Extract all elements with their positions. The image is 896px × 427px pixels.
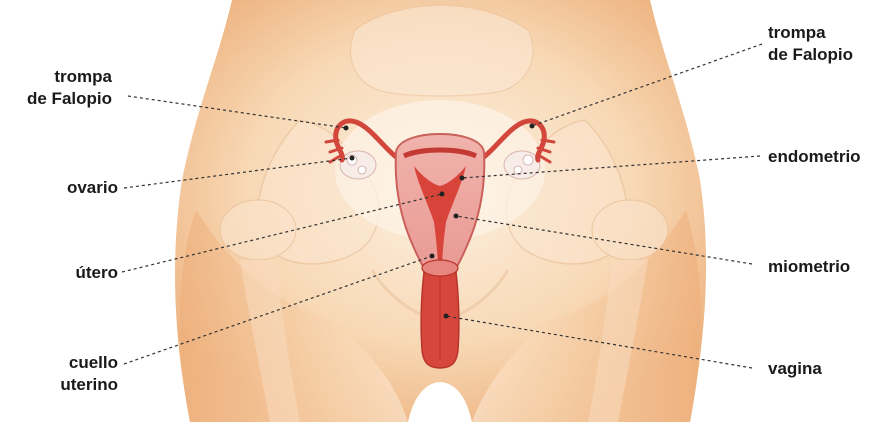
label-fallopian-tube-right: trompa de Falopio — [768, 22, 888, 66]
label-uterus: útero — [12, 262, 118, 284]
right-ovary — [504, 151, 540, 179]
label-fallopian-tube-left: trompa de Falopio — [12, 66, 112, 110]
label-myometrium: miometrio — [768, 256, 888, 278]
label-cervix: cuello uterino — [12, 352, 118, 396]
label-endometrium: endometrio — [768, 146, 888, 168]
label-vagina: vagina — [768, 358, 888, 380]
label-ovary: ovario — [12, 177, 118, 199]
vagina — [421, 272, 459, 368]
left-ovary — [340, 151, 376, 179]
cervix — [422, 260, 458, 276]
